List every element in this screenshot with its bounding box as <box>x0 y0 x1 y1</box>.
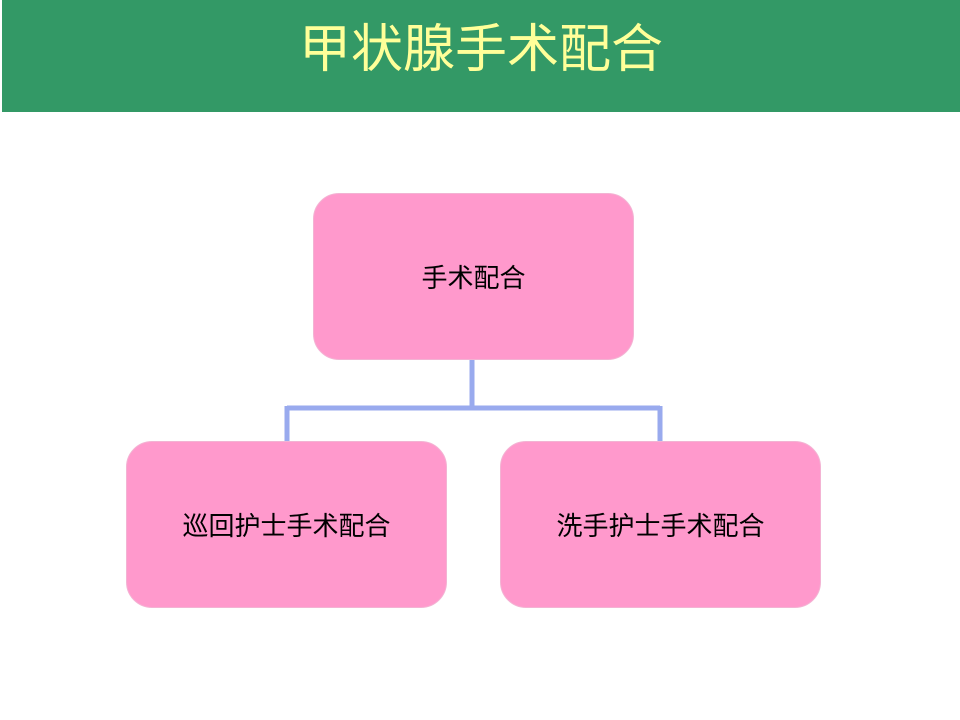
node-label: 洗手护士手术配合 <box>556 512 765 542</box>
node-surgery-coordination: 手术配合 <box>313 193 634 360</box>
node-scrub-nurse: 洗手护士手术配合 <box>500 441 821 608</box>
title-bar: 甲状腺手术配合 <box>2 0 960 112</box>
node-circulating-nurse: 巡回护士手术配合 <box>126 441 447 608</box>
node-label: 手术配合 <box>421 264 526 294</box>
node-label: 巡回护士手术配合 <box>182 512 391 542</box>
page-title: 甲状腺手术配合 <box>298 20 663 80</box>
